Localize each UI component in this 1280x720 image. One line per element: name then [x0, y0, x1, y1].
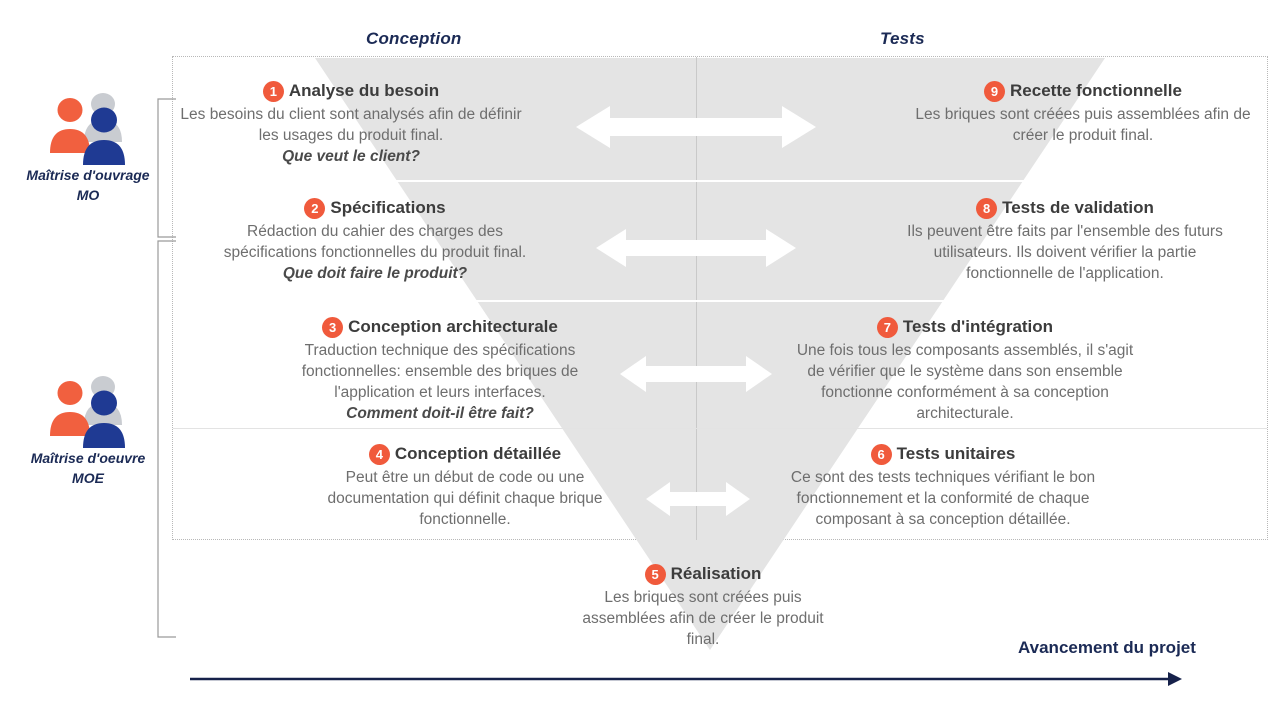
step-title-1: 1 Analyse du besoin	[176, 80, 526, 102]
step-title-5: 5 Réalisation	[573, 563, 833, 585]
step-badge-3: 3	[322, 316, 344, 338]
step-badge-4: 4	[368, 443, 390, 465]
step-body-5: Les briques sont créées puis assemblées …	[582, 589, 824, 648]
step-title-text-6: Tests unitaires	[896, 444, 1016, 463]
actor-moe-line2: MOE	[72, 470, 104, 486]
step-block-3: 3 Conception architecturale Traduction t…	[270, 316, 610, 424]
step-title-9: 9 Recette fonctionnelle	[908, 80, 1258, 102]
step-badge-7: 7	[876, 316, 898, 338]
step-body-9: Les briques sont créées puis assemblées …	[915, 106, 1251, 144]
bracket-moe	[157, 240, 176, 638]
step-title-text-1: Analyse du besoin	[288, 81, 440, 100]
step-badge-5: 5	[644, 563, 666, 585]
row-separator-3	[173, 428, 1267, 429]
actor-moe-line1: Maîtrise d'oeuvre	[30, 450, 146, 466]
step-block-8: 8 Tests de validation Ils peuvent être f…	[890, 197, 1240, 284]
step-title-text-5: Réalisation	[670, 564, 762, 583]
step-badge-2: 2	[304, 197, 326, 219]
step-block-9: 9 Recette fonctionnelle Les briques sont…	[908, 80, 1258, 146]
step-title-7: 7 Tests d'intégration	[790, 316, 1140, 338]
progress-label: Avancement du projet	[1018, 638, 1196, 657]
step-question-2: Que doit faire le produit?	[282, 265, 468, 282]
step-block-5: 5 Réalisation Les briques sont créées pu…	[573, 563, 833, 650]
step-title-text-3: Conception architecturale	[348, 317, 558, 336]
step-title-4: 4 Conception détaillée	[300, 443, 630, 465]
bidirectional-arrow-row-1	[576, 106, 816, 148]
step-badge-6: 6	[870, 443, 892, 465]
actor-mo-line2: MO	[76, 187, 100, 203]
progress-arrow-icon	[190, 672, 1182, 686]
bidirectional-arrow-row-4	[646, 482, 750, 516]
step-badge-8: 8	[976, 197, 998, 219]
step-title-6: 6 Tests unitaires	[768, 443, 1118, 465]
column-header-conception: Conception	[366, 29, 462, 48]
step-title-2: 2 Spécifications	[200, 197, 550, 219]
step-body-1: Les besoins du client sont analysés afin…	[180, 106, 522, 144]
step-block-6: 6 Tests unitaires Ce sont des tests tech…	[768, 443, 1118, 530]
step-block-2: 2 Spécifications Rédaction du cahier des…	[200, 197, 550, 284]
step-title-8: 8 Tests de validation	[890, 197, 1240, 219]
bidirectional-arrow-row-2	[596, 229, 796, 267]
step-body-6: Ce sont des tests techniques vérifiant l…	[790, 469, 1096, 528]
step-body-3: Traduction technique des spécifications …	[301, 342, 579, 401]
row-separator-1	[173, 180, 1267, 182]
step-title-text-8: Tests de validation	[1002, 198, 1154, 217]
step-title-text-9: Recette fonctionnelle	[1010, 81, 1182, 100]
step-block-7: 7 Tests d'intégration Une fois tous les …	[790, 316, 1140, 424]
step-question-3: Comment doit-il être fait?	[346, 405, 534, 422]
row-separator-2	[173, 300, 1267, 302]
center-divider	[696, 57, 697, 540]
actor-moe: Maîtrise d'oeuvre MOE	[0, 368, 176, 488]
bracket-mo	[157, 98, 176, 238]
step-title-text-2: Spécifications	[330, 198, 446, 217]
step-block-4: 4 Conception détaillée Peut être un débu…	[300, 443, 630, 530]
step-badge-9: 9	[984, 80, 1006, 102]
step-title-text-7: Tests d'intégration	[902, 317, 1054, 336]
people-group-icon	[50, 93, 125, 165]
actor-mo: Maîtrise d'ouvrage MO	[0, 85, 176, 205]
step-body-4: Peut être un début de code ou une docume…	[327, 469, 603, 528]
people-group-icon	[50, 376, 125, 448]
step-title-3: 3 Conception architecturale	[270, 316, 610, 338]
step-body-8: Ils peuvent être faits par l'ensemble de…	[907, 223, 1223, 282]
step-question-1: Que veut le client?	[282, 148, 420, 165]
column-header-tests: Tests	[880, 29, 925, 48]
step-body-7: Une fois tous les composants assemblés, …	[796, 342, 1134, 422]
step-block-1: 1 Analyse du besoin Les besoins du clien…	[176, 80, 526, 167]
step-badge-1: 1	[262, 80, 284, 102]
step-body-2: Rédaction du cahier des charges des spéc…	[223, 223, 527, 261]
bidirectional-arrow-row-3	[620, 356, 772, 392]
step-title-text-4: Conception détaillée	[394, 444, 562, 463]
actor-mo-line1: Maîtrise d'ouvrage	[26, 167, 150, 183]
